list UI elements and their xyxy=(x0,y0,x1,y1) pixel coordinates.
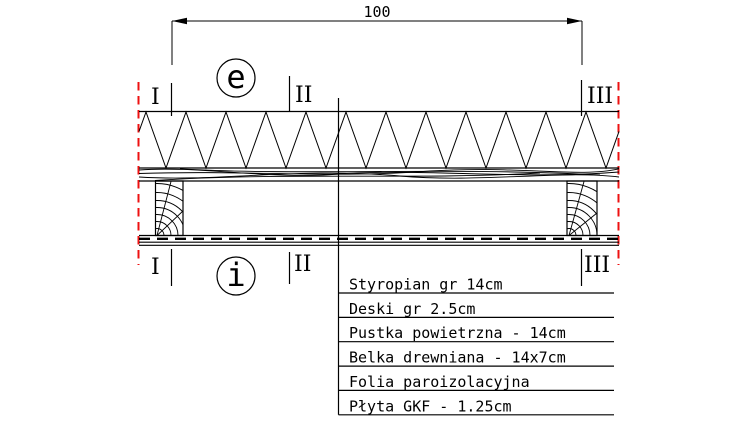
section-marker-top-II: II xyxy=(295,83,312,108)
detail-circle-bottom xyxy=(216,256,256,296)
detail-circle-top xyxy=(216,58,256,98)
section-marker-top-III: III xyxy=(587,84,613,109)
legend-row-plyta: Płyta GKF - 1.25cm xyxy=(349,397,512,415)
section-marker-bottom-III: III xyxy=(584,253,610,278)
board-grain-line xyxy=(154,172,541,181)
beam-endgrain-hatch xyxy=(567,181,597,236)
dimension-label: 100 xyxy=(363,3,390,21)
board-grain-line xyxy=(179,168,601,176)
boards-layer xyxy=(138,168,620,182)
section-marker-top-I: I xyxy=(151,85,160,110)
board-grain-line xyxy=(138,168,620,175)
legend-row-styropian: Styropian gr 14cm xyxy=(349,276,503,294)
styrofoam-zigzag-hatch xyxy=(138,110,620,170)
wooden-beams xyxy=(154,180,598,237)
detail-circle-bottom-label: i xyxy=(226,256,245,294)
legend-row-pustka: Pustka powietrzna - 14cm xyxy=(349,324,566,342)
section-marker-bottom-I: I xyxy=(151,255,160,280)
section-boundaries xyxy=(137,82,620,265)
beam-endgrain-hatch xyxy=(155,181,183,236)
section-marker-bottom-II: II xyxy=(294,252,311,277)
dimension-arrow-right-icon xyxy=(567,17,582,25)
section-tick-marks xyxy=(170,76,583,286)
legend-row-folia: Folia paroizolacyjna xyxy=(349,373,530,391)
legend-row-deski: Deski gr 2.5cm xyxy=(349,300,475,318)
legend-table: Styropian gr 14cm Deski gr 2.5cm Pustka … xyxy=(338,276,614,416)
legend-row-belka: Belka drewniana - 14x7cm xyxy=(349,349,566,367)
section-markers: I II III I II III xyxy=(151,83,613,280)
styrofoam-layer xyxy=(138,110,620,170)
detail-circle-top-label: e xyxy=(226,58,245,96)
dimension-arrow-left-icon xyxy=(172,17,187,25)
bottom-assembly xyxy=(139,234,619,246)
detail-circles: e i xyxy=(216,58,256,296)
dimension: 100 xyxy=(171,3,583,65)
